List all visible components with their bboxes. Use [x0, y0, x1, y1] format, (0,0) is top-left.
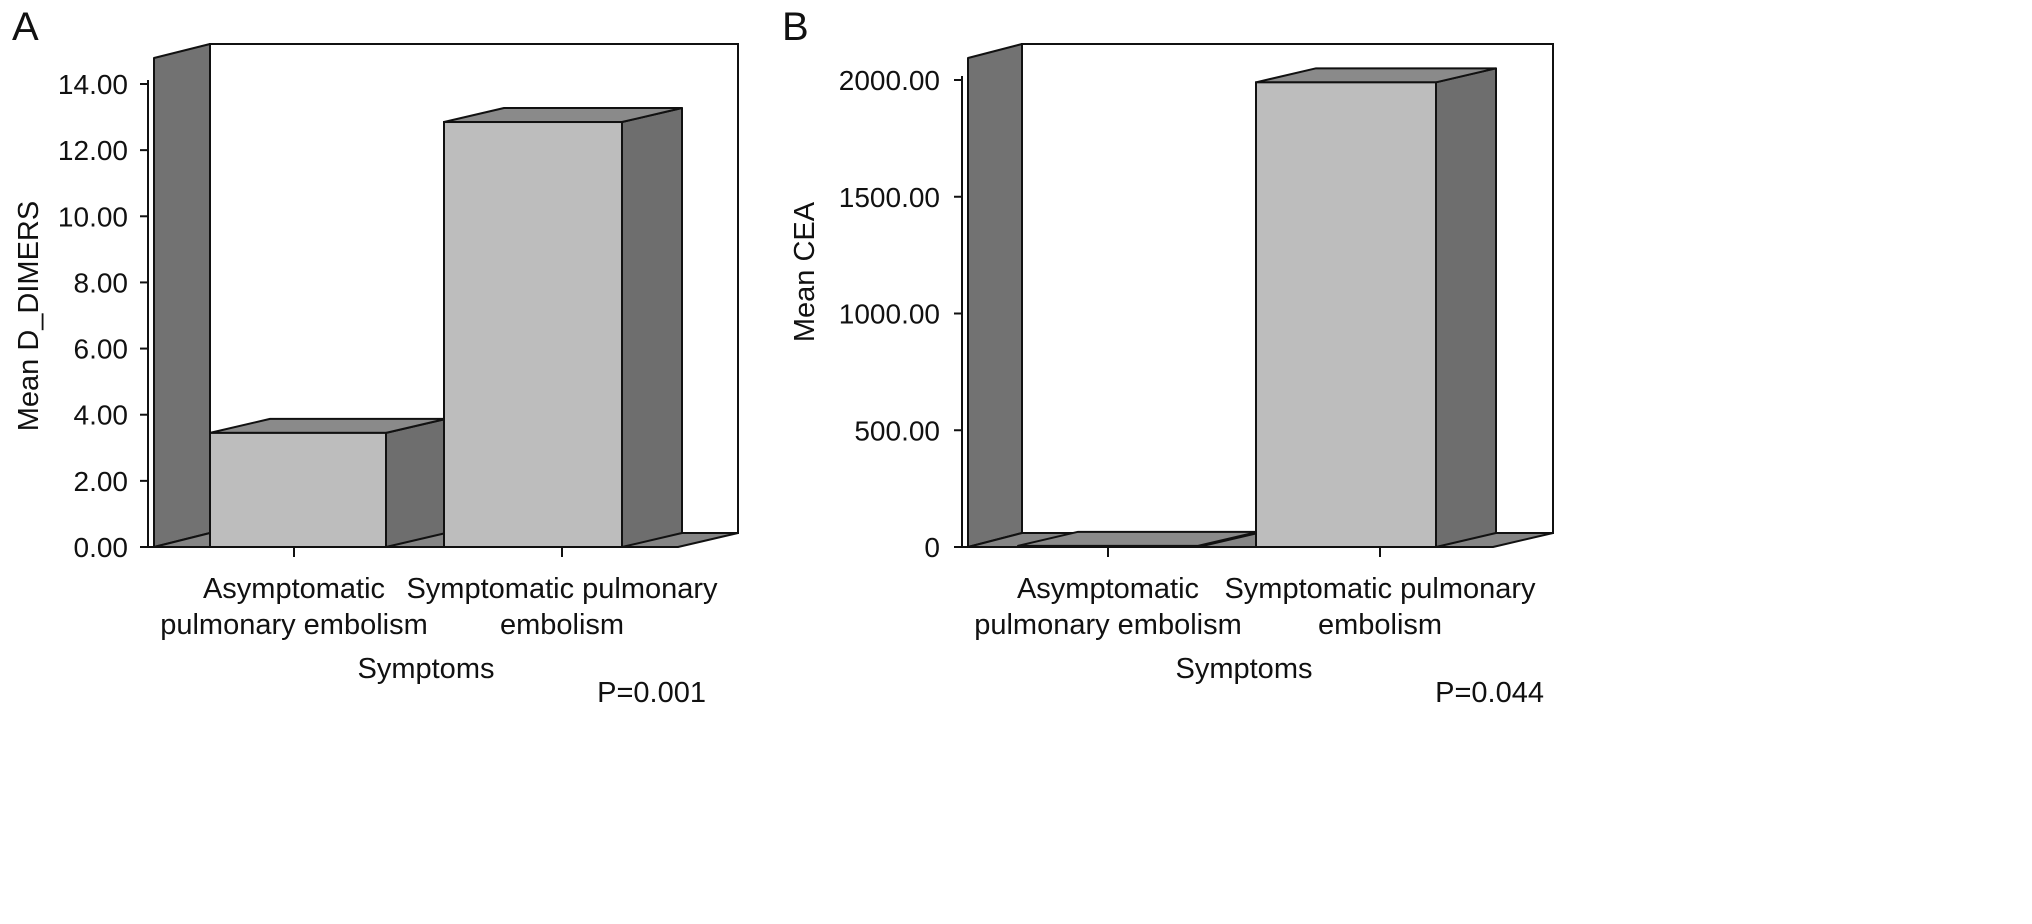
panel-letter: A: [12, 5, 39, 49]
y-axis-title: Mean D_DIMERS: [13, 201, 45, 431]
x-tick-label: Symptomatic pulmonary embolism: [1224, 573, 1536, 641]
x-tick-label: Asymptomatic pulmonary embolism: [974, 573, 1242, 641]
x-tick-label-line: pulmonary embolism: [974, 609, 1242, 641]
x-tick-label-line: Asymptomatic: [203, 573, 385, 605]
bar-side: [1435, 67, 1497, 548]
y-tick-label: 10.00: [58, 201, 128, 232]
bar-side: [385, 417, 447, 548]
x-tick-label-line: embolism: [500, 609, 624, 641]
x-tick-label-line: Symptomatic pulmonary: [1224, 573, 1536, 605]
y-tick-label: 2.00: [74, 466, 129, 497]
bar: [209, 431, 387, 548]
y-tick-label: 2000.00: [839, 65, 940, 96]
x-tick-label-line: Asymptomatic: [1017, 573, 1199, 605]
bar: [1255, 81, 1437, 549]
y-tick-label: 14.00: [58, 69, 128, 100]
y-tick-label: 500.00: [854, 415, 940, 446]
chart-panel-b: B 0 500.00 1000.00 1500.00 2000.00Asymptomati…: [782, 5, 1554, 709]
y-tick-label: 0: [924, 532, 940, 563]
x-tick-label: Asymptomatic pulmonary embolism: [160, 573, 428, 641]
y-tick-label: 1000.00: [839, 299, 940, 330]
y-tick-label: 0.00: [74, 532, 129, 563]
y-tick-label: 1500.00: [839, 182, 940, 213]
bar-side: [621, 107, 683, 548]
left-wall: [153, 43, 211, 548]
x-axis-title: Symptoms: [1176, 653, 1313, 685]
bar: [443, 121, 623, 549]
y-tick-label: 8.00: [74, 267, 129, 298]
chart-panel-a: A 0.00 2.00 4.00 6.00 8.00 10.00 12.00 14.00Asym…: [12, 5, 739, 709]
panel-letter: B: [782, 5, 809, 49]
y-axis-title: Mean CEA: [789, 201, 821, 342]
x-tick-label-line: Symptomatic pulmonary: [406, 573, 718, 605]
left-wall: [967, 43, 1023, 548]
p-value-annotation: P=0.044: [1435, 677, 1544, 709]
y-tick-label: 4.00: [74, 400, 129, 431]
y-tick-label: 6.00: [74, 334, 129, 365]
p-value-annotation: P=0.001: [597, 677, 706, 709]
x-axis-title: Symptoms: [358, 653, 495, 685]
x-tick-label-line: embolism: [1318, 609, 1442, 641]
x-tick-label-line: pulmonary embolism: [160, 609, 428, 641]
x-tick-label: Symptomatic pulmonary embolism: [406, 573, 718, 641]
y-tick-label: 12.00: [58, 135, 128, 166]
